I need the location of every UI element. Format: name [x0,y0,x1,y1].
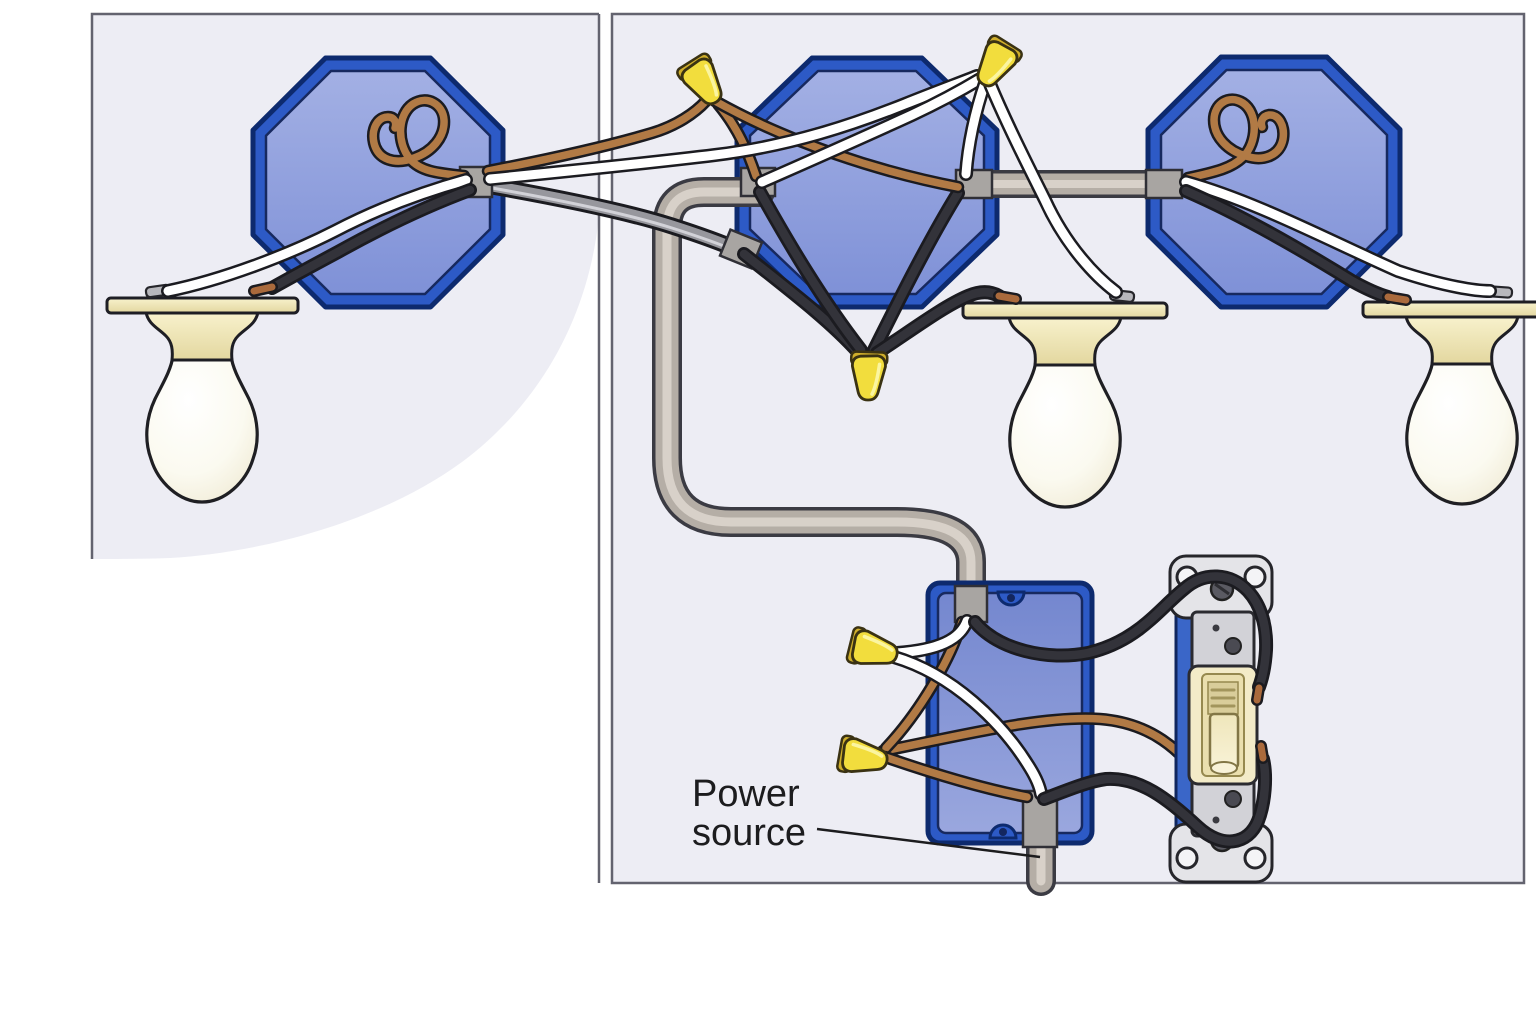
power-source-label: Power source [692,773,1041,859]
terminal-screw [1224,790,1242,808]
label-leader-line [816,827,1041,859]
power-source-label-line2: source [692,812,806,854]
light-bulb [145,354,259,504]
ceiling-panel-left-border [90,12,599,559]
switch-leg-cable [652,177,986,607]
light-fixture-1 [105,296,300,504]
terminal-screw [1224,637,1242,655]
switch-toggle-handle [1208,712,1240,770]
cable-clamp [1144,168,1184,200]
light-bulb [1008,359,1122,509]
power-source-label-line1: Power [692,773,800,815]
light-fixture-2 [961,301,1169,509]
cable-box1-to-box2 [483,177,747,259]
light-bulb [1405,358,1519,506]
